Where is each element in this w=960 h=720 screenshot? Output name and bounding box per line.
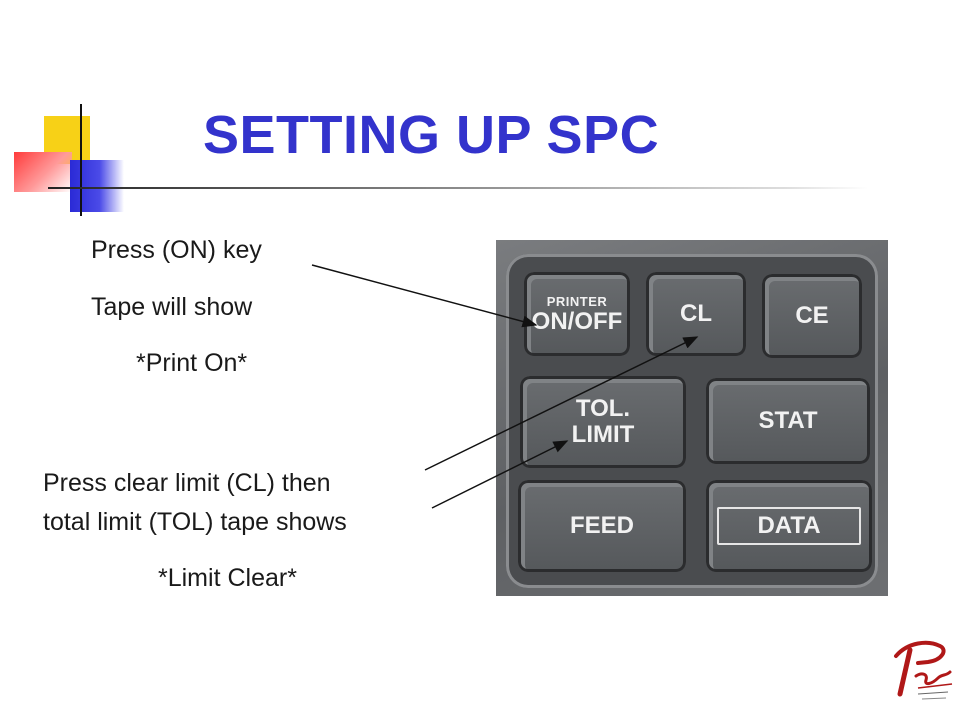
printer-key-label-top: PRINTER	[546, 293, 608, 309]
tol-key-label-top: TOL.	[575, 395, 631, 422]
feed-key: FEED	[518, 480, 686, 572]
data-key: DATA	[706, 480, 872, 572]
title-ornament-red	[14, 152, 72, 192]
feed-key-label: FEED	[569, 512, 634, 539]
cl-key-label: CL	[680, 300, 712, 327]
stat-key: STAT	[706, 378, 870, 464]
ce-key-label: CE	[795, 302, 829, 329]
ce-key: CE	[762, 274, 862, 358]
keypad-panel: PRINTER ON/OFF CL CE TOL. LIMIT STAT FEE…	[506, 254, 878, 588]
step-press-on: Press (ON) key	[91, 236, 262, 264]
calculator-keypad-photo: PRINTER ON/OFF CL CE TOL. LIMIT STAT FEE…	[496, 240, 888, 596]
project-logo	[894, 640, 953, 700]
printer-on-off-key: PRINTER ON/OFF	[524, 272, 630, 356]
arrow-to-printer-key	[311, 264, 538, 328]
step-tape-show: Tape will show	[91, 293, 253, 321]
data-key-label: DATA	[717, 507, 861, 545]
step-limit-clear: *Limit Clear*	[158, 564, 297, 592]
step-press-clear-line1: Press clear limit (CL) then	[43, 469, 331, 497]
arrow-to-tol-key	[431, 440, 569, 509]
stat-key-label: STAT	[758, 407, 818, 434]
arrow-to-cl-key	[424, 336, 699, 471]
tol-key-label-bottom: LIMIT	[571, 421, 635, 448]
title-ornament-vertical-line	[80, 104, 82, 216]
tol-limit-key: TOL. LIMIT	[520, 376, 686, 468]
title-ornament-blue	[70, 160, 124, 212]
step-press-clear-line2: total limit (TOL) tape shows	[43, 508, 347, 536]
slide-title: SETTING UP SPC	[203, 105, 660, 165]
step-print-on: *Print On*	[136, 349, 248, 377]
title-underline	[48, 187, 868, 189]
printer-key-label-bottom: ON/OFF	[531, 307, 623, 335]
